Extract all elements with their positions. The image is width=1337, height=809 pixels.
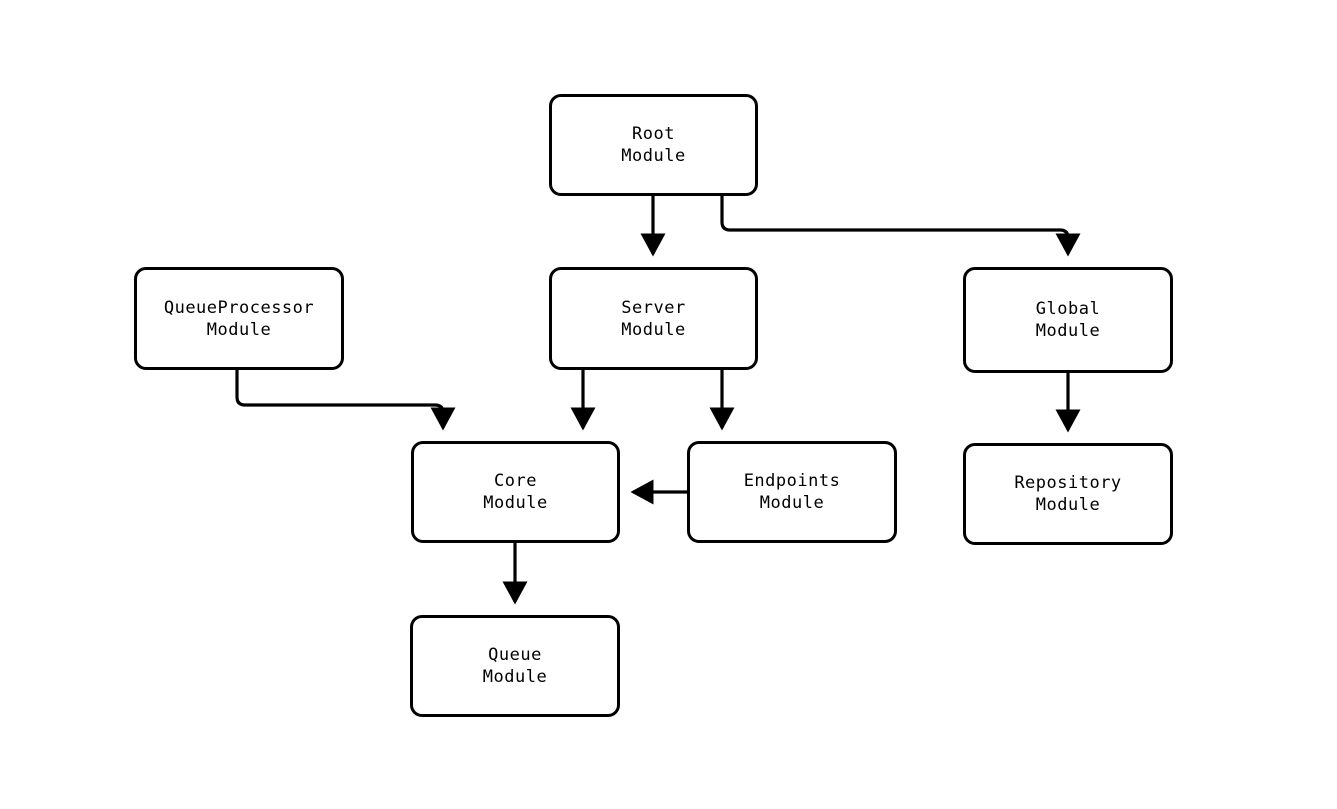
node-repository-label-line2: Module (1035, 495, 1101, 515)
node-core-label-line2: Module (483, 493, 548, 513)
edge-root-to-global (720, 196, 1081, 257)
node-endpoints-label-line2: Module (759, 493, 825, 513)
node-core-label-line1: Core (494, 471, 537, 491)
node-endpoints-label-line1: Endpoints (743, 471, 841, 491)
edge-queueprocessor-to-core (235, 370, 456, 431)
node-server-label-line2: Module (621, 319, 686, 340)
node-root-label-line2: Module (621, 146, 686, 166)
edges-group (235, 196, 1081, 605)
node-queue-label-line2: Module (482, 667, 548, 687)
node-global-label-line1: Global (1035, 299, 1101, 319)
node-queueprocessor-label-line2: Module (206, 319, 272, 340)
node-repository-label-line1: Repository (1014, 473, 1122, 493)
node-global-label-line2: Module (1035, 321, 1101, 341)
node-root-label-line1: Root (632, 124, 675, 144)
node-queueprocessor-label-line1: QueueProcessor (163, 297, 315, 318)
node-server-label-line1: Server (621, 297, 686, 318)
node-queue-label-line1: Queue (488, 645, 542, 665)
